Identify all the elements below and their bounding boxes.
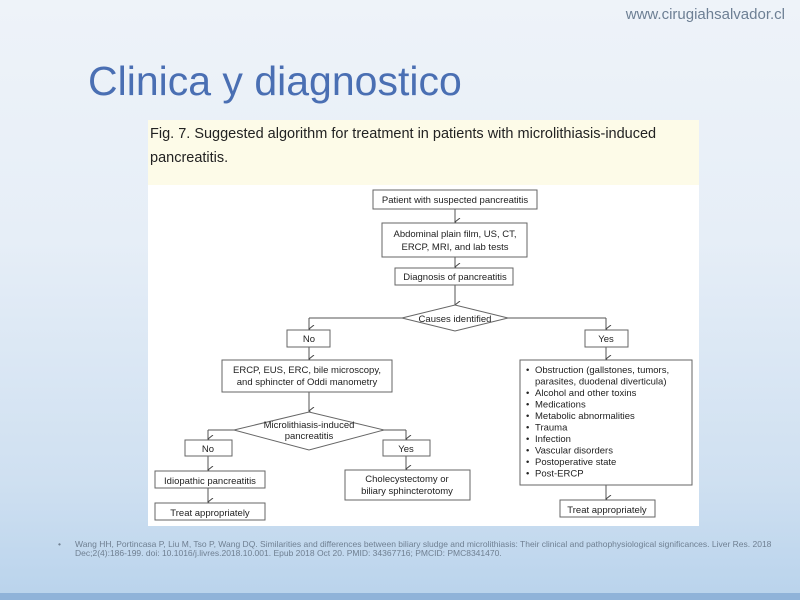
- start-text: Patient with suspected pancreatitis: [382, 195, 529, 206]
- cause-item: Metabolic abnormalities: [535, 411, 635, 422]
- yes-box-2: [382, 439, 431, 457]
- reference: • Wang HH, Portincasa P, Liu M, Tso P, W…: [58, 540, 778, 558]
- figure-caption-box: Fig. 7. Suggested algorithm for treatmen…: [148, 120, 699, 185]
- further-tests-box: [221, 359, 393, 393]
- yes-box: [584, 329, 629, 348]
- flowchart: Patient with suspected pancreatitis Abdo…: [154, 189, 693, 521]
- reference-text: Wang HH, Portincasa P, Liu M, Tso P, Wan…: [75, 539, 772, 558]
- tests-text: Abdominal plain film, US, CT,: [393, 229, 516, 240]
- microlithiasis-decision-text: pancreatitis: [285, 431, 334, 442]
- no-text-2: No: [202, 444, 214, 455]
- bullet-icon: •: [526, 434, 529, 445]
- diagnosis-box: [394, 267, 514, 286]
- bullet-icon: •: [526, 457, 529, 468]
- no-box-2: [184, 439, 233, 457]
- yes-text-2: Yes: [398, 444, 414, 455]
- cause-item: Medications: [535, 400, 586, 411]
- yes-text: Yes: [598, 334, 614, 345]
- causes-decision-text: Causes identified: [419, 314, 492, 325]
- cause-item: Postoperative state: [535, 457, 616, 468]
- further-tests-text: ERCP, EUS, ERC, bile microscopy,: [233, 365, 381, 376]
- no-text: No: [303, 334, 315, 345]
- bottom-stripe: [0, 593, 800, 600]
- bullet-icon: •: [526, 411, 529, 422]
- microlithiasis-decision-text: Microlithiasis-induced: [264, 420, 355, 431]
- surgery-box: [344, 469, 471, 501]
- diagnosis-text: Diagnosis of pancreatitis: [403, 272, 507, 283]
- causes-list: • Obstruction (gallstones, tumors,parasit…: [526, 365, 669, 480]
- cause-item: Vascular disorders: [535, 446, 613, 457]
- treat-box-right: [559, 499, 656, 518]
- idiopathic-text: Idiopathic pancreatitis: [164, 476, 256, 487]
- cause-item: Infection: [535, 434, 571, 445]
- bullet-icon: •: [526, 388, 529, 399]
- figure-caption: Fig. 7. Suggested algorithm for treatmen…: [150, 126, 657, 166]
- causes-decision: [401, 304, 509, 332]
- bullet-icon: •: [526, 469, 529, 480]
- figure-panel: Fig. 7. Suggested algorithm for treatmen…: [148, 120, 699, 526]
- cause-item: Alcohol and other toxins: [535, 388, 637, 399]
- treat-text-left: Treat appropriately: [170, 508, 250, 519]
- tests-box: [381, 222, 528, 258]
- surgery-text: biliary sphincterotomy: [361, 486, 453, 497]
- cause-item: parasites, duodenal diverticula): [535, 377, 667, 388]
- cause-item: Obstruction (gallstones, tumors,: [535, 365, 669, 376]
- further-tests-text: and sphincter of Oddi manometry: [237, 377, 378, 388]
- surgery-text: Cholecystectomy or: [365, 474, 448, 485]
- slide-title: Clinica y diagnostico: [88, 58, 462, 104]
- treat-text-right: Treat appropriately: [567, 505, 647, 516]
- website-url: www.cirugiahsalvador.cl: [625, 6, 785, 23]
- bullet-icon: •: [526, 400, 529, 411]
- bullet-icon: •: [526, 365, 529, 376]
- cause-item: Post-ERCP: [535, 469, 584, 480]
- microlithiasis-decision: [233, 411, 385, 451]
- bullet-icon: •: [526, 446, 529, 457]
- bullet-icon: •: [526, 423, 529, 434]
- treat-box-left: [154, 502, 266, 521]
- idiopathic-box: [154, 470, 266, 489]
- start-box: [372, 189, 538, 210]
- causes-list-box: [519, 359, 693, 486]
- no-box: [286, 329, 331, 348]
- cause-item: Trauma: [535, 423, 568, 434]
- tests-text: ERCP, MRI, and lab tests: [401, 242, 508, 253]
- reference-bullet: •: [58, 539, 61, 549]
